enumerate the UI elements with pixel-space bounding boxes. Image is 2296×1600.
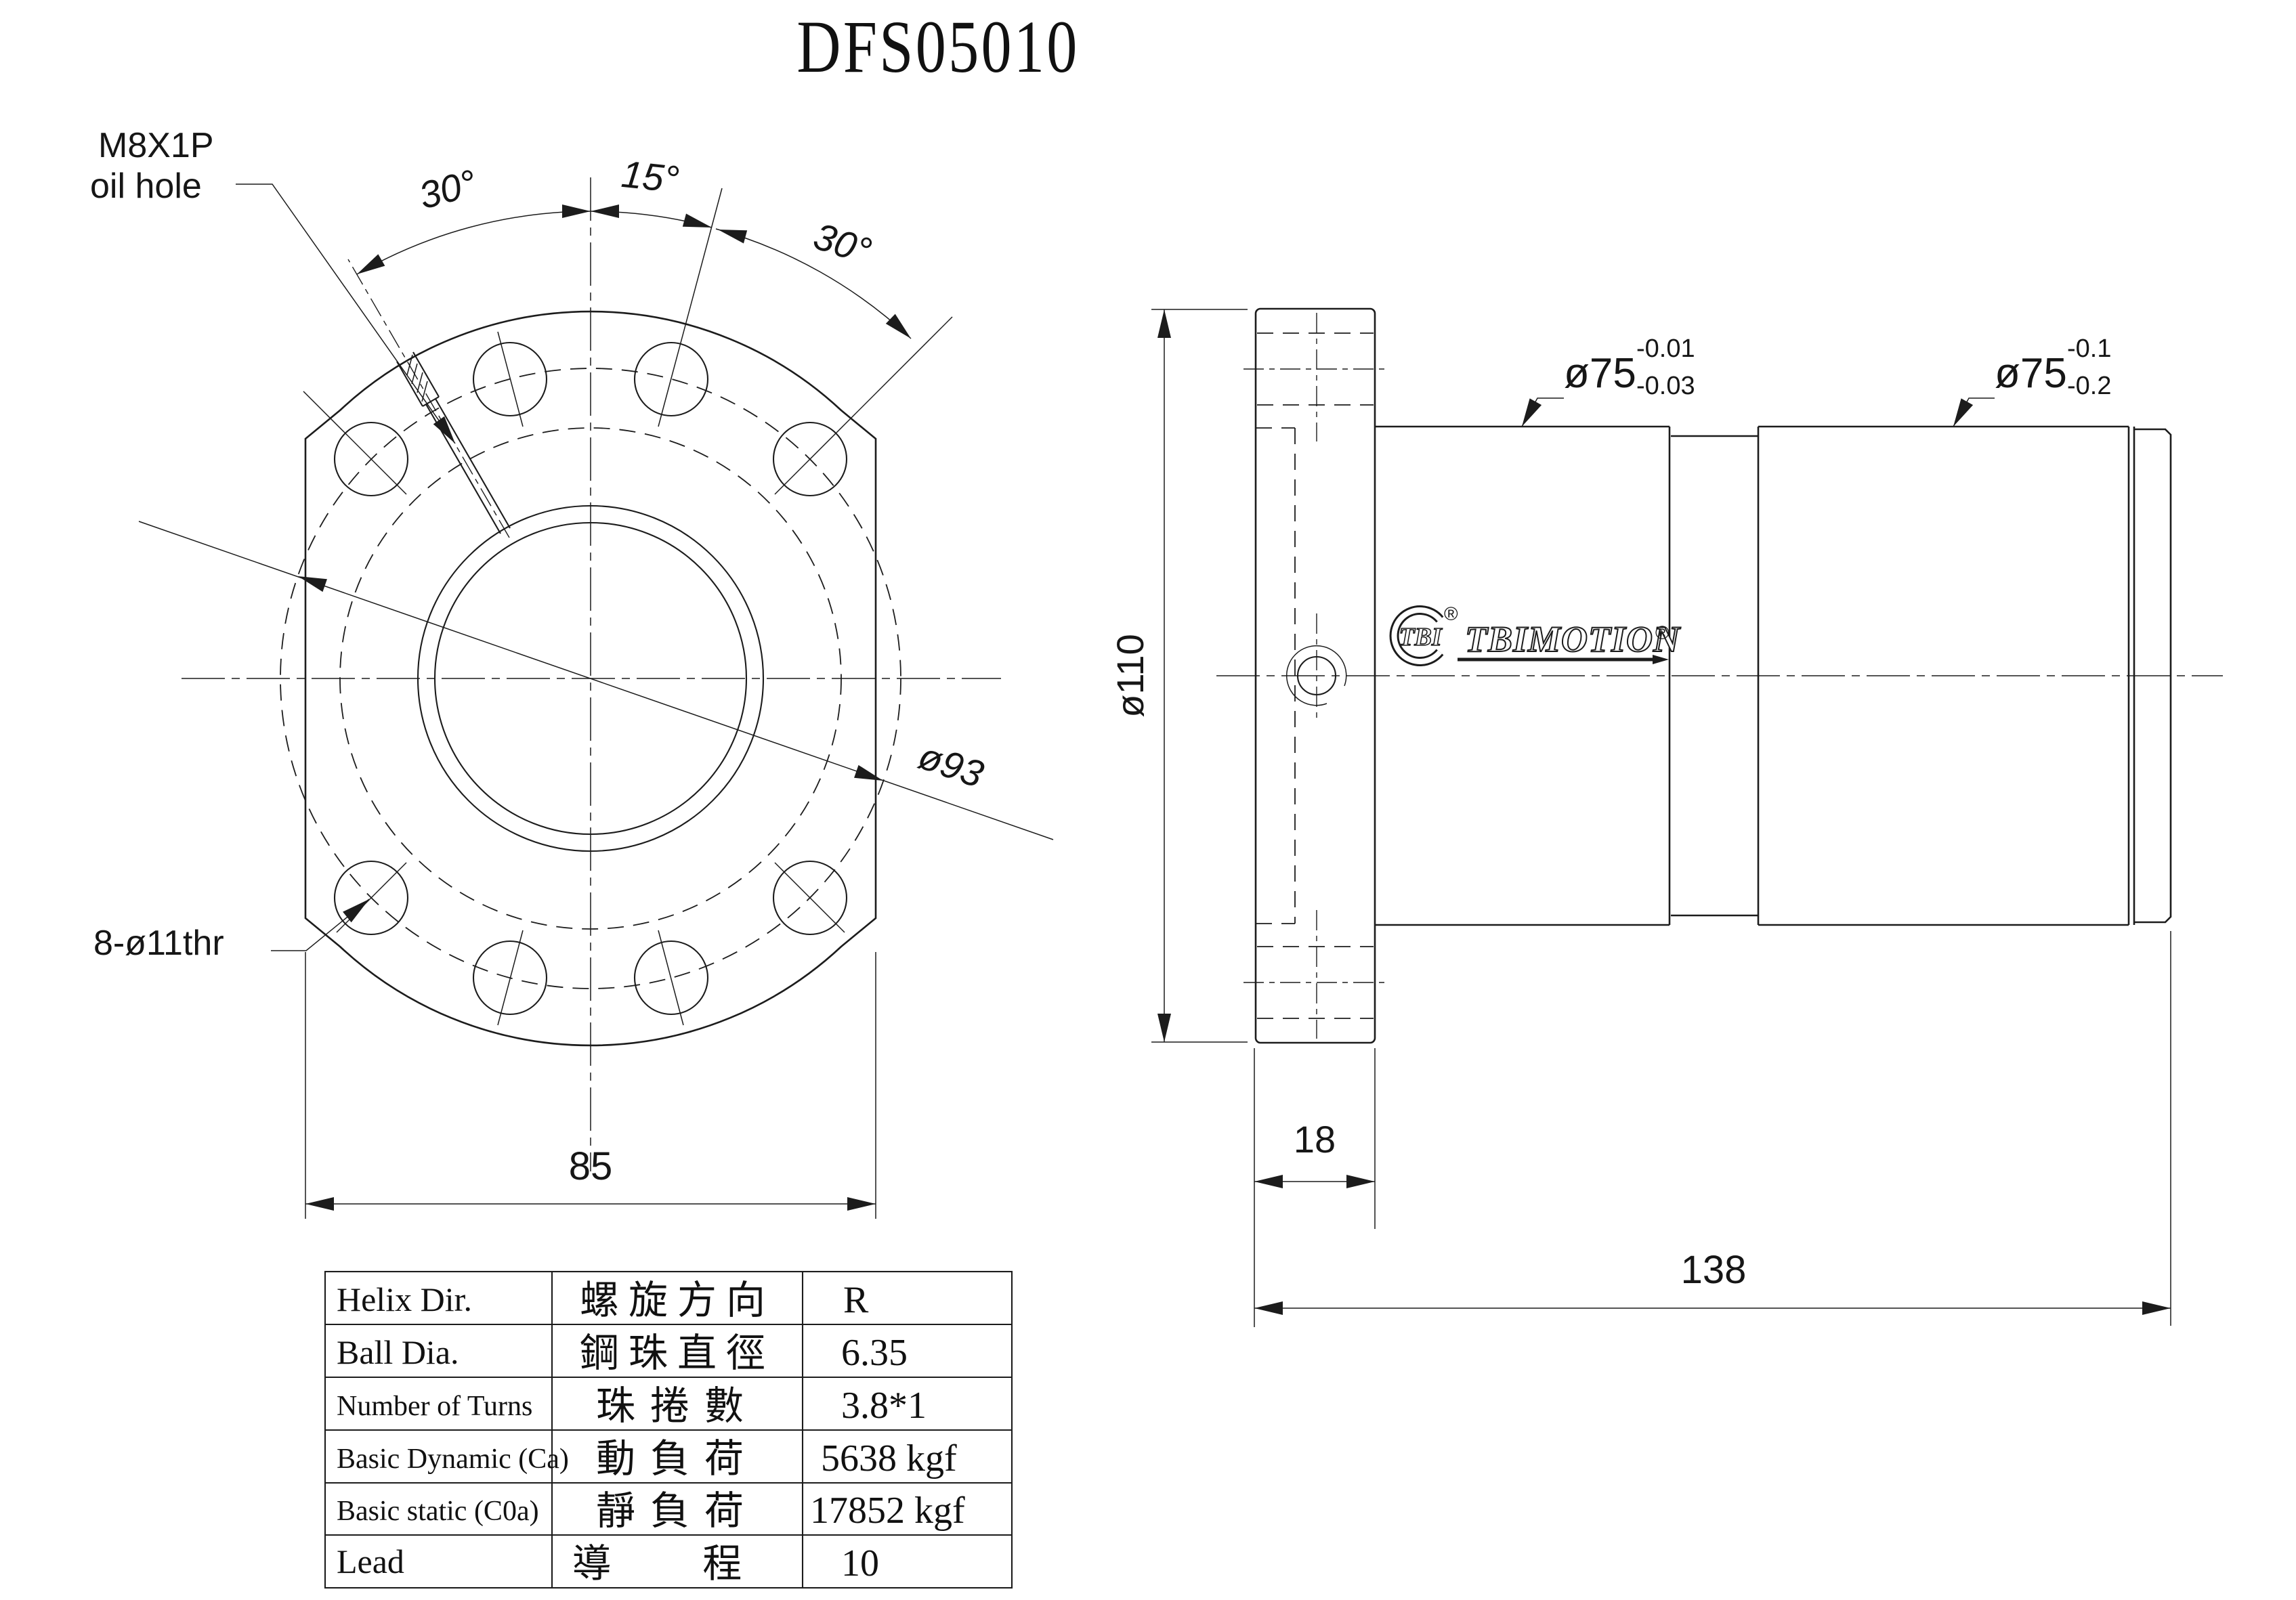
- table-row: Basic static (C0a) 靜負荷 17852 kgf: [337, 1489, 965, 1533]
- row1-value: R: [843, 1279, 869, 1321]
- flange-hidden-body: [1256, 427, 1296, 924]
- table-row: Lead 導 程 10: [337, 1542, 879, 1586]
- table-row: Helix Dir. 螺旋方向 R: [337, 1278, 869, 1322]
- angle-right-label: 30°: [809, 214, 876, 272]
- body-dia-dimension: ø75 -0.1 -0.2: [1947, 334, 2111, 430]
- row4-value: 5638 kgf: [821, 1437, 957, 1479]
- row4-en: Basic Dynamic (Ca): [337, 1444, 569, 1475]
- hidden-body-circle: [339, 427, 842, 930]
- flange-thickness-dimension: 18: [1254, 1048, 1376, 1327]
- row5-zh: 靜負荷: [596, 1489, 759, 1533]
- row2-en: Ball Dia.: [337, 1333, 459, 1371]
- oil-hole-text-line2: oil hole: [90, 167, 202, 206]
- row3-value: 3.8*1: [841, 1385, 927, 1427]
- spec-table: Helix Dir. 螺旋方向 R Ball Dia. 鋼珠直徑 6.35 Nu…: [324, 1270, 1013, 1589]
- total-length-label: 138: [1681, 1248, 1747, 1292]
- flange-dia-dimension: ø110: [1109, 309, 1248, 1043]
- bolt-circle: [280, 368, 901, 989]
- brand-wordmark: TBIMOTION: [1465, 619, 1681, 660]
- row1-zh: 螺旋方向: [580, 1278, 775, 1322]
- flange-plate: [1254, 307, 1376, 1044]
- row6-en: Lead: [337, 1542, 404, 1580]
- brand-registered-mark: ®: [1655, 622, 1670, 643]
- row3-zh: 珠捲數: [596, 1384, 759, 1428]
- pilot-dia-label: ø75: [1564, 350, 1636, 397]
- oil-hole-text-line1: M8X1P: [98, 126, 214, 165]
- oil-hole-label: M8X1P oil hole: [90, 126, 461, 448]
- flange-oil-hole: [1286, 613, 1347, 719]
- angle-left-label: 30°: [414, 161, 481, 217]
- bolt-holes-label: 8-ø11thr: [93, 894, 374, 963]
- brand-underline-tip: [1653, 655, 1669, 664]
- flange-hidden-holes: [1243, 313, 1388, 1039]
- bolt-holes: [333, 341, 848, 1016]
- bore-circle-inner: [433, 521, 748, 836]
- body-tol-upper: -0.1: [2067, 334, 2111, 363]
- pilot-dia-dimension: ø75 -0.01 -0.03: [1516, 334, 1695, 430]
- bore-circle-outer: [417, 504, 765, 852]
- bolt-circle-dia-label: ø93: [913, 734, 989, 796]
- flange-dia-label: ø110: [1109, 634, 1151, 717]
- nut-body: [1375, 425, 2172, 926]
- side-view: ø110 ø75 -0.01 -0.03 ø75 -0.1 -0.2 18: [1109, 307, 2223, 1327]
- row3-en: Number of Turns: [337, 1391, 532, 1422]
- row6-zh: 導 程: [572, 1542, 783, 1586]
- table-row: Basic Dynamic (Ca) 動負荷 5638 kgf: [337, 1437, 957, 1481]
- flat-width-label: 85: [569, 1144, 613, 1188]
- row5-value: 17852 kgf: [810, 1490, 965, 1532]
- tbi-emblem-text: TBI: [1399, 623, 1443, 651]
- brand-logo: TBI ® TBIMOTION ®: [1389, 603, 1681, 666]
- row1-en: Helix Dir.: [337, 1280, 472, 1318]
- table-row: Ball Dia. 鋼珠直徑 6.35: [337, 1331, 908, 1375]
- bolt-circle-dimension: ø93: [138, 521, 1054, 840]
- total-length-dimension: 138: [1254, 931, 2171, 1326]
- row2-value: 6.35: [841, 1332, 908, 1374]
- bolt-holes-text: 8-ø11thr: [93, 924, 224, 963]
- flange-thickness-label: 18: [1294, 1118, 1336, 1161]
- pilot-tol-upper: -0.01: [1636, 334, 1695, 363]
- pilot-tol-lower: -0.03: [1636, 372, 1695, 400]
- angle-center-label: 15°: [620, 152, 681, 201]
- spec-table-grid: [324, 1270, 1013, 1589]
- row4-zh: 動負荷: [596, 1437, 759, 1481]
- body-dia-label: ø75: [1995, 350, 2067, 397]
- width-dimension: 85: [305, 952, 876, 1219]
- flange-outline: [304, 310, 877, 1047]
- table-row: Number of Turns 珠捲數 3.8*1: [337, 1384, 927, 1428]
- body-tol-lower: -0.2: [2067, 372, 2111, 400]
- front-centerlines: [182, 177, 1001, 1171]
- row5-en: Basic static (C0a): [337, 1496, 539, 1527]
- row6-value: 10: [841, 1542, 879, 1584]
- drawing-title: DFS05010: [796, 5, 1079, 88]
- front-view: 30° 15° 30° ø93 M8X1P oil hole 8-ø11thr: [90, 126, 1054, 1219]
- bolt-hole-centerlines: [303, 188, 953, 1026]
- row2-zh: 鋼珠直徑: [580, 1331, 775, 1375]
- emblem-registered-mark: ®: [1444, 603, 1458, 624]
